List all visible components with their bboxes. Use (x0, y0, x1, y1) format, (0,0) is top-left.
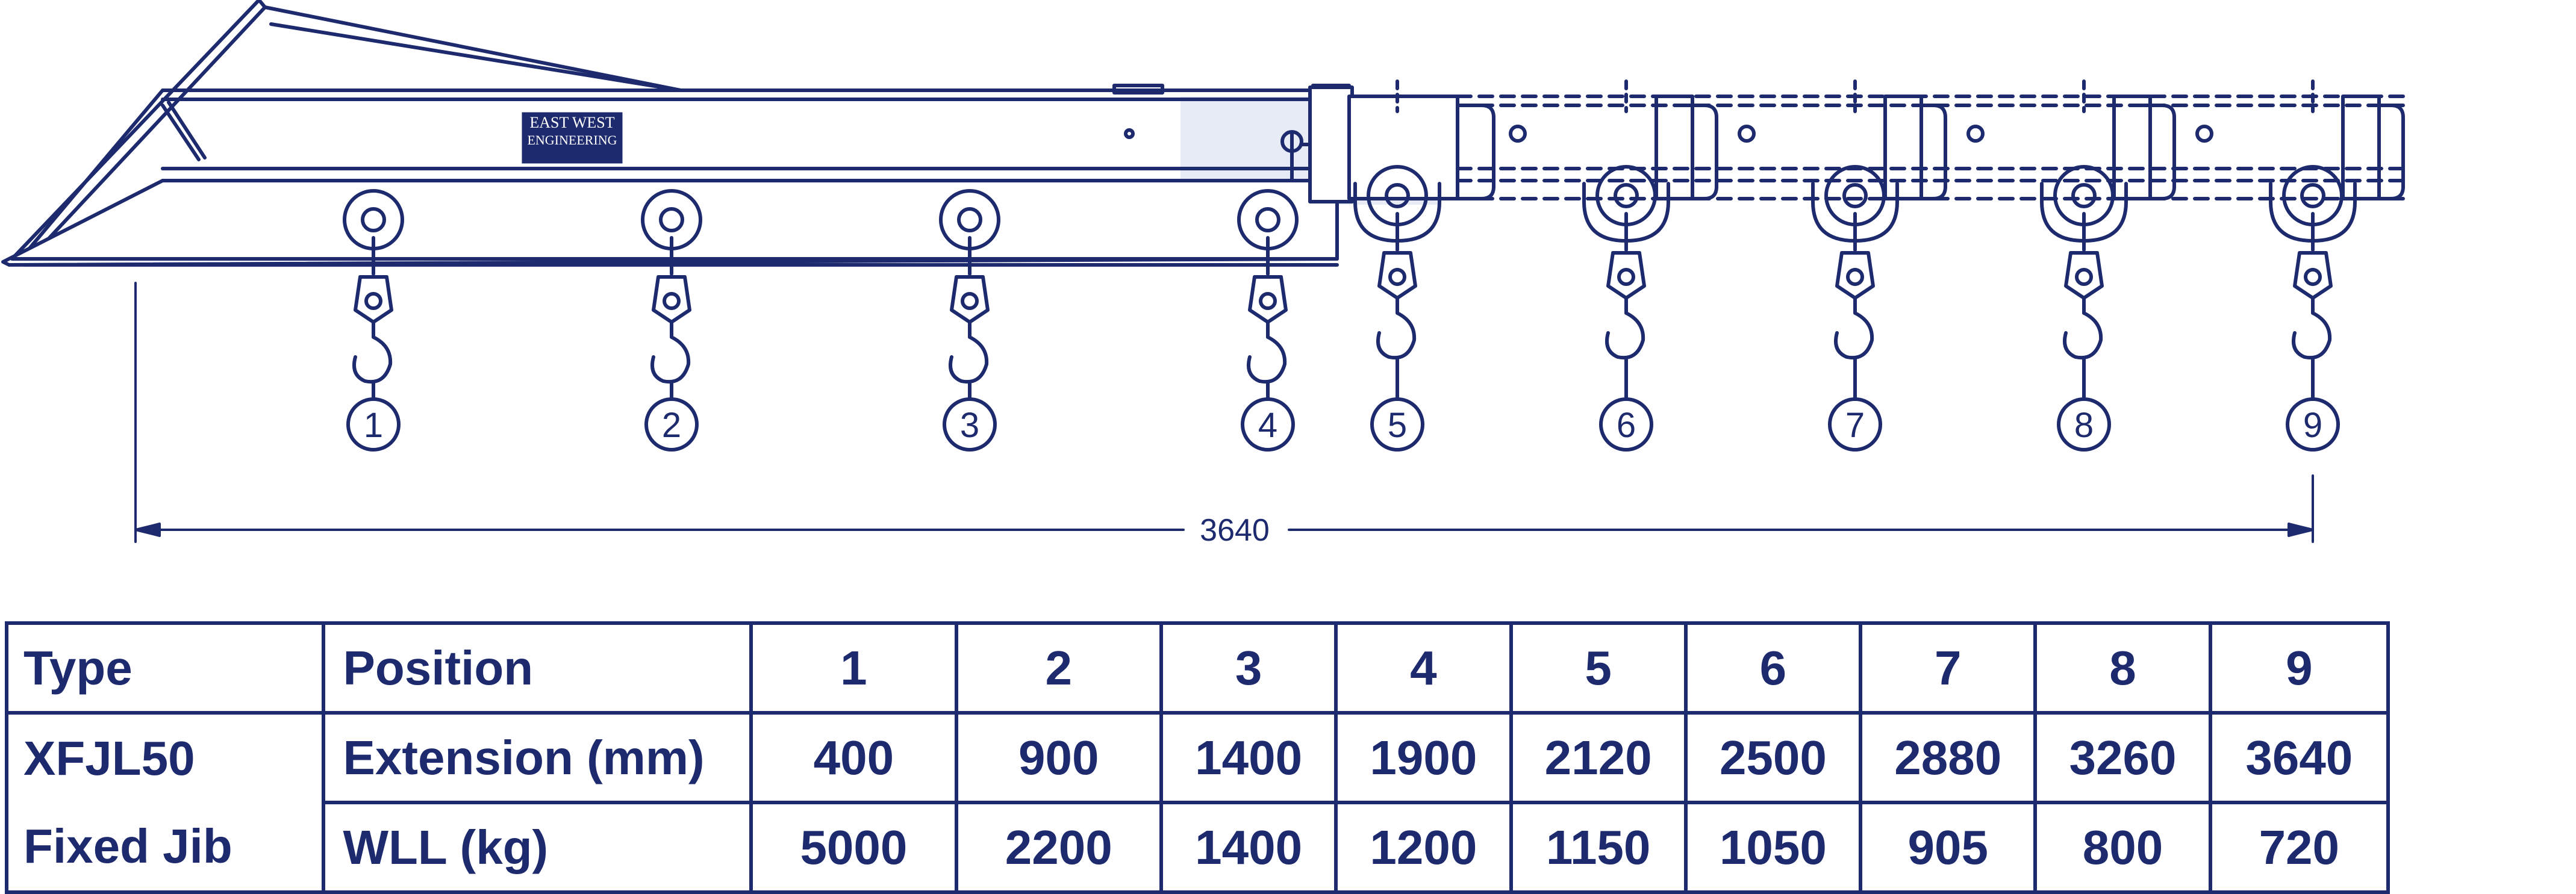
position-2: 2 (954, 621, 1163, 715)
wll-row: Fixed Jib WLL (kg) 5000 2200 1400 1200 1… (5, 801, 2390, 894)
wll-label: WLL (kg) (321, 801, 753, 894)
extension-sleeve (1280, 85, 1495, 203)
extension-row: XFJL50 Extension (mm) 400 900 1400 1900 … (5, 713, 2390, 802)
position-label-6: 6 (1617, 406, 1636, 445)
header-row: Type Position 1 2 3 4 5 6 7 8 9 (5, 621, 2390, 715)
position-label-8: 8 (2074, 406, 2094, 445)
model-name: XFJL50 (5, 713, 325, 802)
position-label-2: 2 (662, 406, 681, 445)
type-header: Type (5, 621, 325, 715)
specification-table: Type Position 1 2 3 4 5 6 7 8 9 XFJL50 E… (5, 621, 2390, 894)
wll-2: 2200 (954, 801, 1163, 894)
position-4: 4 (1334, 621, 1513, 715)
position-label-9: 9 (2303, 406, 2322, 445)
extension-label: Extension (mm) (321, 713, 753, 802)
position-label-5: 5 (1388, 406, 1407, 445)
hook-point-1: 1 (343, 189, 404, 452)
extension-7: 2880 (1859, 713, 2038, 802)
hook-point-9: 9 (2269, 79, 2357, 452)
extension-8: 3260 (2033, 713, 2212, 802)
jib-diagram: EAST WEST ENGINEERING 1 2 3 4 5 6 7 8 9 3640 (1, 0, 2405, 548)
position-label-3: 3 (960, 406, 979, 445)
wll-8: 800 (2033, 801, 2212, 894)
dimension-line (134, 282, 2314, 543)
wll-3: 1400 (1159, 801, 1338, 894)
wll-9: 720 (2208, 801, 2390, 894)
hook-point-3: 3 (939, 189, 1000, 452)
position-1: 1 (749, 621, 958, 715)
position-3: 3 (1159, 621, 1338, 715)
hook-points: 1 2 3 4 5 6 7 8 9 (343, 79, 2357, 452)
position-label-1: 1 (364, 406, 383, 445)
extension-3: 1400 (1159, 713, 1338, 802)
hook-point-5: 5 (1353, 79, 1441, 452)
badge-line2: ENGINEERING (527, 132, 617, 147)
position-header: Position (321, 621, 753, 715)
extension-1: 400 (749, 713, 958, 802)
position-label-4: 4 (1258, 406, 1277, 445)
extension-2: 900 (954, 713, 1163, 802)
hook-point-2: 2 (641, 189, 702, 452)
position-5: 5 (1509, 621, 1688, 715)
wll-4: 1200 (1334, 801, 1513, 894)
model-description: Fixed Jib (5, 802, 325, 894)
dimension-value: 3640 (1200, 513, 1270, 548)
extension-4: 1900 (1334, 713, 1513, 802)
hook-point-7: 7 (1811, 79, 1899, 452)
badge-line1: EAST WEST (529, 114, 614, 131)
wll-6: 1050 (1683, 801, 1863, 894)
extension-brackets (1509, 95, 2405, 200)
wll-7: 905 (1859, 801, 2038, 894)
company-badge: EAST WEST ENGINEERING (520, 110, 625, 166)
wll-1: 5000 (749, 801, 958, 894)
hook-point-6: 6 (1582, 79, 1670, 452)
extension-9: 3640 (2208, 713, 2390, 802)
position-label-7: 7 (1845, 406, 1865, 445)
position-8: 8 (2033, 621, 2212, 715)
fixed-beam (1, 0, 1351, 267)
wll-5: 1150 (1509, 801, 1688, 894)
hook-point-4: 4 (1237, 189, 1299, 452)
extension-6: 2500 (1683, 713, 1863, 802)
hook-point-8: 8 (2040, 79, 2128, 452)
position-6: 6 (1683, 621, 1863, 715)
position-7: 7 (1859, 621, 2038, 715)
extension-5: 2120 (1509, 713, 1688, 802)
position-9: 9 (2208, 621, 2390, 715)
